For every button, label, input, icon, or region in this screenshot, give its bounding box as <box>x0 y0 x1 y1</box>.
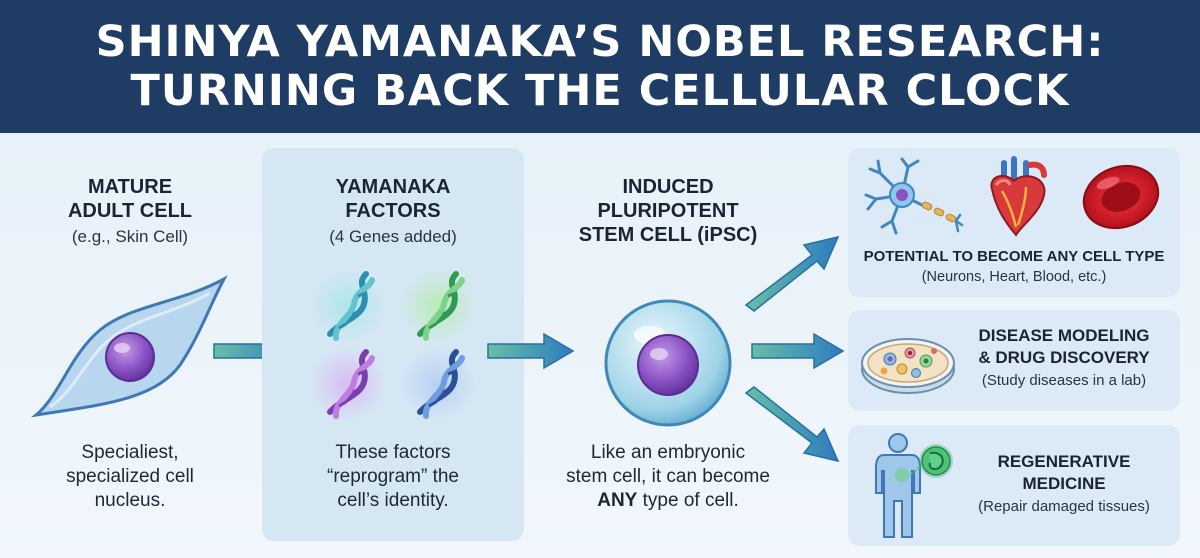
adult-cell-desc-line-1: Specialiest, <box>81 442 179 463</box>
adult-cell-title-line-2: ADULT CELL <box>67 200 193 222</box>
arrow-to-disease-modeling <box>751 332 845 370</box>
card-cell-types-title: POTENTIAL TO BECOME ANY CELL TYPE <box>863 248 1165 265</box>
ipsc-description: Like an embryonic stem cell, it can beco… <box>530 441 806 513</box>
ipsc-title-line-1: INDUCED <box>622 176 714 198</box>
title-banner: SHINYA YAMANAKA’S NOBEL RESEARCH: TURNIN… <box>0 0 1200 133</box>
dna-helix-blue-icon <box>400 346 476 422</box>
factors-desc-line-1: These factors <box>335 442 451 463</box>
card-disease-modeling-title-line-1: DISEASE MODELING <box>978 326 1150 345</box>
title-line-1: SHINYA YAMANAKA’S NOBEL RESEARCH: <box>95 16 1105 67</box>
factors-title-line-2: FACTORS <box>345 200 441 222</box>
adult-cell-title-line-1: MATURE <box>87 176 173 198</box>
heart-icon <box>990 156 1047 237</box>
card-cell-types-subtitle: (Neurons, Heart, Blood, etc.) <box>921 269 1107 285</box>
dna-factors-icon <box>310 268 476 422</box>
factors-description: These factors “reprogram” the cell’s ide… <box>280 441 506 513</box>
title-line-2: TURNING BACK THE CELLULAR CLOCK <box>130 65 1070 116</box>
dna-helix-green-icon <box>400 268 476 344</box>
card-regenerative-medicine-title-line-1: REGENERATIVE <box>997 452 1131 471</box>
factors-desc-line-2: “reprogram” the <box>327 466 459 487</box>
factors-desc-line-3: cell’s identity. <box>337 490 449 511</box>
adult-cell-desc-line-3: nucleus. <box>94 490 166 511</box>
ipsc-title: INDUCED PLURIPOTENT STEM CELL (iPSC) <box>548 175 788 247</box>
card-disease-modeling-title: DISEASE MODELING & DRUG DISCOVERY <box>958 325 1170 369</box>
adult-cell-desc-line-2: specialized cell <box>66 466 194 487</box>
adult-cell-description: Specialiest, specialized cell nucleus. <box>30 441 230 513</box>
adult-cell-icon <box>30 275 228 418</box>
factors-title-line-1: YAMANAKA <box>335 176 451 198</box>
adult-cell-title: MATURE ADULT CELL <box>55 175 205 223</box>
neuron-icon <box>864 157 964 235</box>
dna-helix-teal-icon <box>310 268 386 344</box>
human-body-icon <box>875 433 953 538</box>
card-regenerative-medicine-title: REGENERATIVE MEDICINE <box>958 451 1170 495</box>
arrow-factors-to-ipsc <box>487 332 575 370</box>
adult-cell-subtitle: (e.g., Skin Cell) <box>71 227 189 246</box>
arrow-to-cell-types <box>744 235 840 312</box>
factors-panel <box>262 148 524 541</box>
ipsc-title-line-3: STEM CELL (iPSC) <box>578 224 758 246</box>
red-blood-cell-icon <box>1082 164 1160 230</box>
stem-cell-icon <box>604 299 732 427</box>
dna-helix-purple-icon <box>310 346 386 422</box>
card-regenerative-medicine-title-line-2: MEDICINE <box>1022 474 1106 493</box>
card-disease-modeling-subtitle: (Study diseases in a lab) <box>981 372 1147 389</box>
ipsc-desc-line-2: stem cell, it can become <box>566 466 770 487</box>
ipsc-desc-any: ANY <box>597 490 638 511</box>
ipsc-title-line-2: PLURIPOTENT <box>597 200 739 222</box>
petri-dish-icon <box>861 338 955 394</box>
factors-title: YAMANAKA FACTORS <box>300 175 486 223</box>
arrow-to-regenerative-medicine <box>744 386 840 463</box>
factors-subtitle: (4 Genes added) <box>329 227 457 246</box>
card-disease-modeling-title-line-2: & DRUG DISCOVERY <box>978 348 1150 367</box>
ipsc-desc-line-1: Like an embryonic <box>590 442 746 463</box>
card-regenerative-medicine-subtitle: (Repair damaged tissues) <box>978 498 1150 515</box>
ipsc-desc-rest: type of cell. <box>637 490 739 511</box>
main-diagram: MATURE ADULT CELL (e.g., Skin Cell) Spec… <box>0 133 1200 558</box>
ipsc-desc-line-3: ANY type of cell. <box>530 489 806 513</box>
